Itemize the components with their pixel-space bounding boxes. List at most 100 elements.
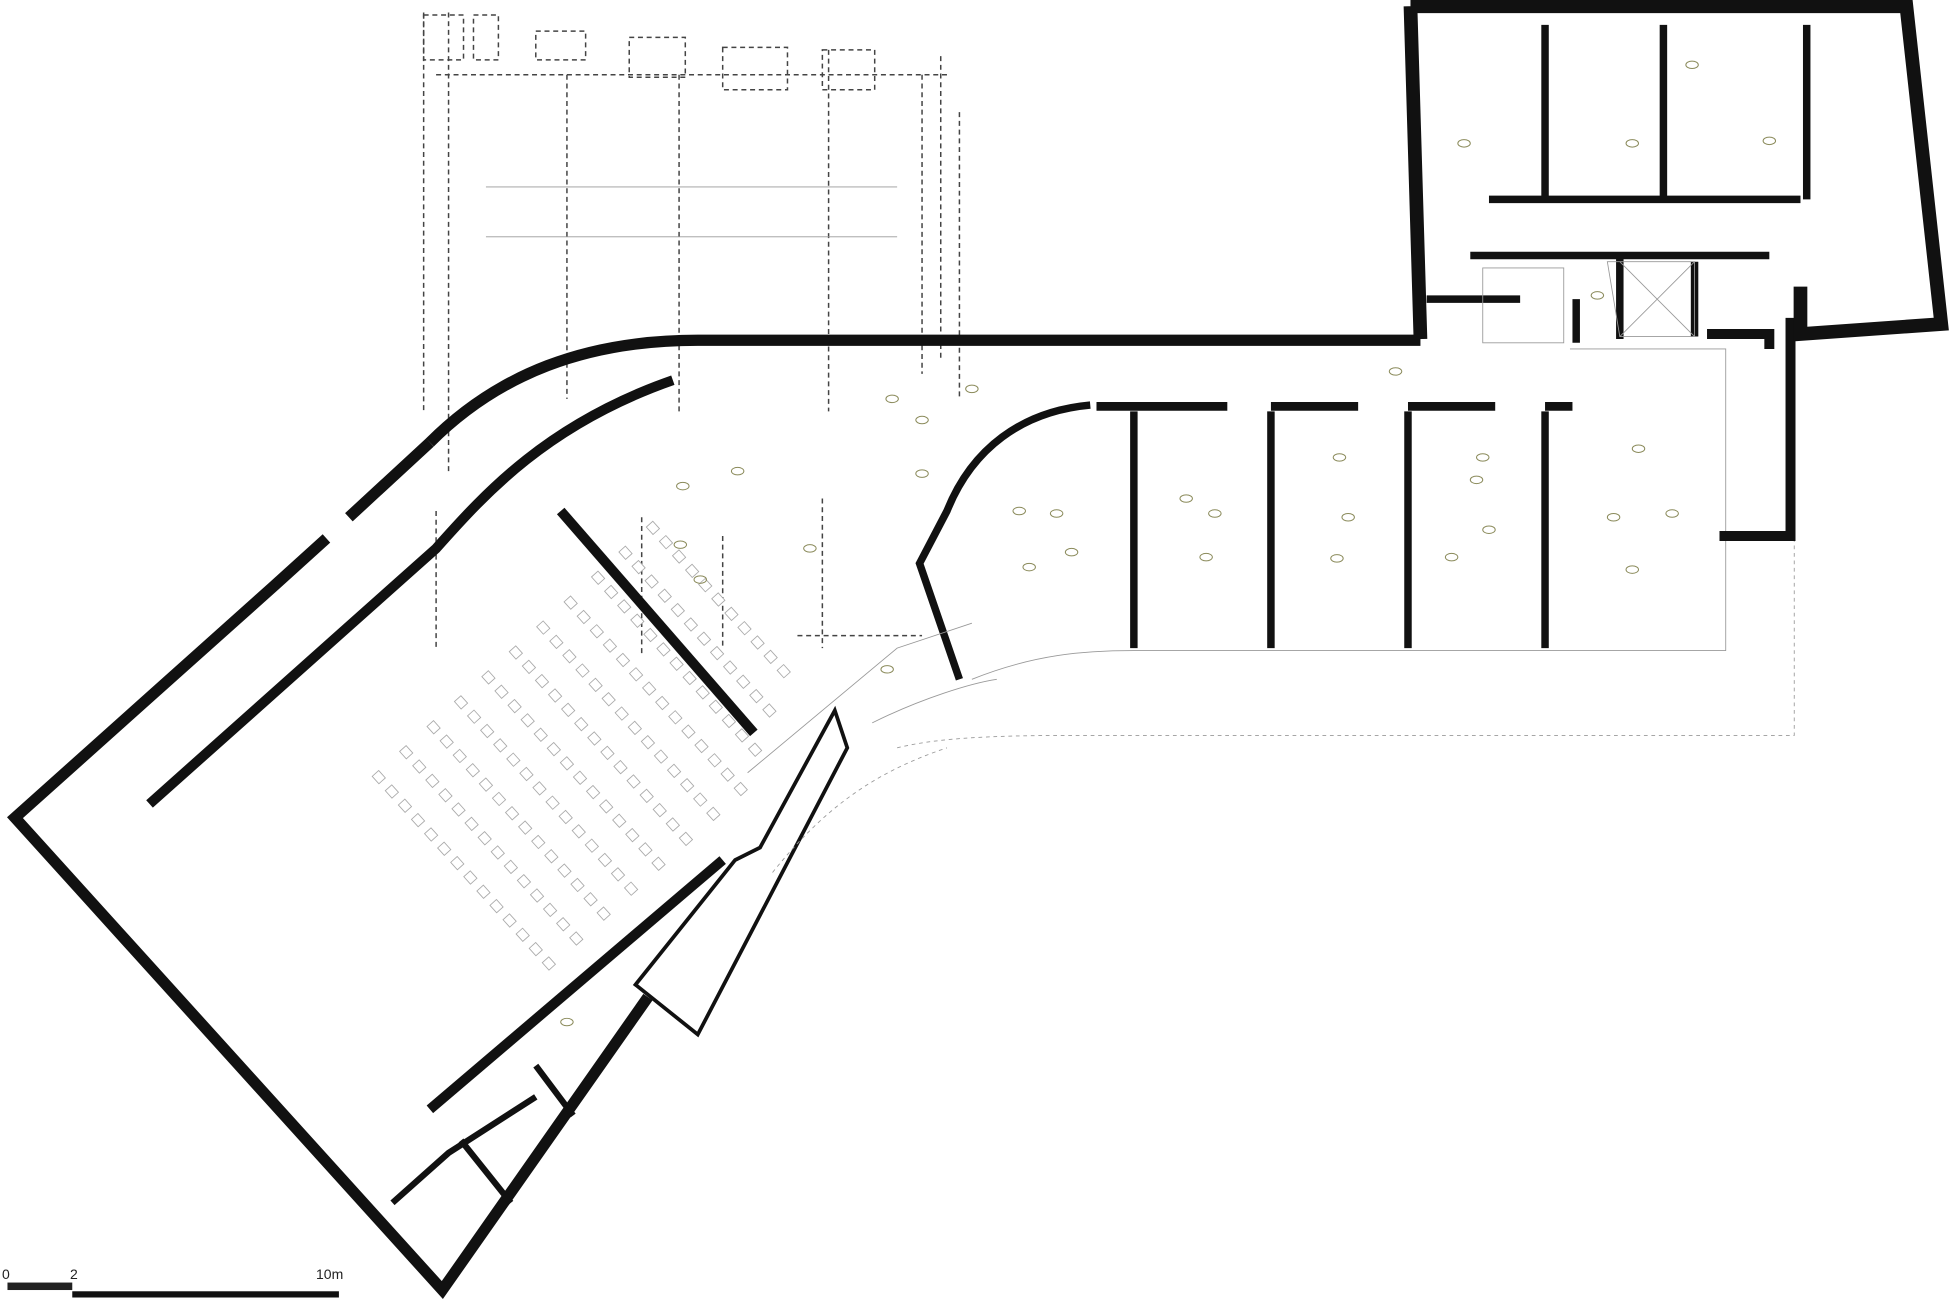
seat <box>603 584 619 600</box>
ceiling-light-icon <box>1388 367 1403 376</box>
ceiling-light-icon <box>1341 513 1355 522</box>
seat <box>508 645 524 660</box>
seat <box>545 795 560 810</box>
seat <box>669 656 684 671</box>
seat <box>708 699 724 714</box>
seat <box>590 570 606 585</box>
seat <box>576 609 591 625</box>
seat <box>476 884 491 900</box>
scale-bar-segment-0-2 <box>7 1282 73 1291</box>
seat <box>584 838 600 853</box>
seat <box>639 788 654 804</box>
ceiling-light-icon <box>880 665 894 674</box>
seat <box>479 723 495 739</box>
lobby-curved-wall <box>915 401 1091 681</box>
seat <box>560 702 576 718</box>
seat <box>572 770 588 785</box>
ceiling-light-icon <box>1665 509 1679 518</box>
seat <box>451 802 466 817</box>
seat <box>724 606 739 622</box>
seat <box>575 663 590 678</box>
seat <box>679 777 695 793</box>
existing-building-partitions <box>1426 24 1811 343</box>
seat <box>547 688 563 703</box>
ceiling-light-icon <box>1625 565 1639 574</box>
seat <box>670 602 686 618</box>
seat <box>613 759 628 775</box>
seat <box>612 813 627 828</box>
seat <box>722 660 738 675</box>
seat <box>709 645 725 661</box>
ceiling-light-icon <box>915 469 929 478</box>
seat <box>437 841 452 857</box>
seat <box>668 710 683 725</box>
seat <box>569 931 584 946</box>
seat <box>507 698 522 714</box>
seat <box>536 620 551 635</box>
seat <box>750 635 765 650</box>
seat <box>493 738 508 753</box>
seat <box>531 834 546 850</box>
foyer-wedge <box>632 705 850 1038</box>
seat <box>589 624 605 639</box>
seat <box>602 638 618 653</box>
seat <box>571 824 586 839</box>
seat <box>532 781 547 796</box>
ceiling-light-icon <box>560 1017 574 1027</box>
seat <box>747 742 763 757</box>
ceiling-light-icon <box>1476 453 1490 462</box>
seat <box>494 684 509 699</box>
seat <box>644 574 659 589</box>
auditorium-seating <box>371 520 791 971</box>
seat <box>645 520 661 536</box>
seat <box>562 648 577 664</box>
seat <box>693 792 708 807</box>
seat <box>438 787 453 803</box>
seat <box>671 549 687 564</box>
seat <box>399 744 414 760</box>
seat <box>640 734 656 750</box>
seat <box>763 649 778 665</box>
existing-building-walls <box>1403 0 1949 342</box>
seat <box>694 738 709 754</box>
seat <box>615 652 631 668</box>
seat <box>506 752 521 767</box>
ceiling-light-icon <box>1064 547 1079 557</box>
seat <box>711 592 726 607</box>
seat <box>695 685 710 700</box>
seat <box>614 706 629 721</box>
ceiling-light-icon <box>1444 552 1459 562</box>
seat <box>549 634 564 650</box>
seat <box>504 806 520 821</box>
seat <box>598 799 614 814</box>
seat <box>749 688 764 704</box>
walls <box>7 0 1949 1299</box>
seat <box>583 892 598 907</box>
seat <box>465 763 481 778</box>
seat <box>588 677 603 693</box>
ceiling-light-icon <box>1049 509 1064 518</box>
seat <box>600 745 615 761</box>
seat <box>762 703 777 718</box>
ceiling-light-icon <box>1012 506 1026 516</box>
seat <box>534 673 550 689</box>
scale-label-0: 0 <box>2 1266 10 1282</box>
seat <box>502 913 517 928</box>
ceiling-light-icon <box>1457 139 1471 148</box>
seat <box>666 763 682 779</box>
ceiling-light-icon <box>885 394 899 404</box>
seat <box>706 806 721 822</box>
seat <box>656 642 671 657</box>
seat <box>546 741 562 757</box>
ceiling-light-icon <box>1330 554 1344 563</box>
seat <box>627 720 643 736</box>
east-end-wall <box>1707 317 1796 541</box>
seat <box>678 831 694 847</box>
ceiling-light-icon <box>915 415 929 425</box>
ceiling-light-icon <box>1022 562 1036 572</box>
seat <box>371 769 386 785</box>
seat <box>423 827 439 842</box>
stage-wall <box>556 507 758 737</box>
south-inner-wall <box>426 856 726 1114</box>
